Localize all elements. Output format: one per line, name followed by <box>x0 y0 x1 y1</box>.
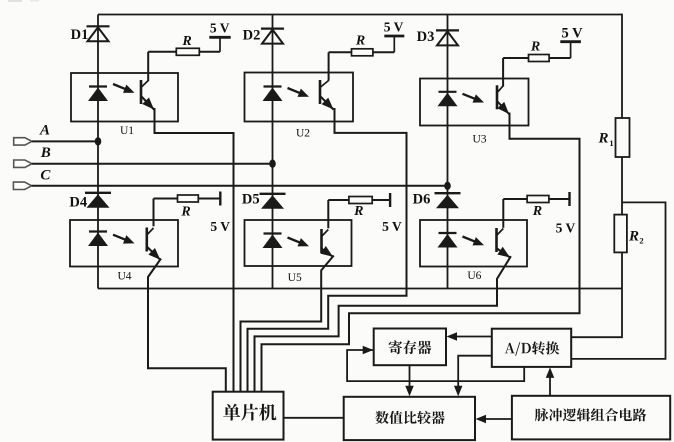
svg-text:U1: U1 <box>120 125 134 137</box>
svg-text:5 V: 5 V <box>210 21 230 36</box>
svg-text:D1: D1 <box>71 27 89 43</box>
svg-text:U6: U6 <box>467 270 481 282</box>
svg-text:D2: D2 <box>243 28 261 44</box>
svg-text:5 V: 5 V <box>210 219 230 234</box>
svg-text:D3: D3 <box>417 29 435 45</box>
svg-text:D4: D4 <box>69 195 87 211</box>
svg-text:R: R <box>628 229 639 245</box>
svg-text:U3: U3 <box>472 134 486 146</box>
svg-text:5 V: 5 V <box>382 219 402 234</box>
svg-text:C: C <box>40 168 51 184</box>
svg-text:A: A <box>39 123 50 139</box>
svg-text:R: R <box>180 205 190 220</box>
svg-text:B: B <box>40 145 51 161</box>
svg-text:R: R <box>353 204 363 219</box>
svg-text:1: 1 <box>609 138 613 148</box>
svg-text:U2: U2 <box>296 128 310 140</box>
svg-text:5 V: 5 V <box>556 221 576 236</box>
svg-text:R: R <box>181 34 191 49</box>
svg-text:R: R <box>530 40 540 55</box>
svg-text:U4: U4 <box>117 271 131 283</box>
svg-text:D5: D5 <box>242 192 260 208</box>
svg-text:D6: D6 <box>413 192 431 208</box>
svg-text:R: R <box>355 34 365 49</box>
svg-text:2: 2 <box>639 236 643 246</box>
svg-text:R: R <box>597 131 608 147</box>
svg-text:5 V: 5 V <box>561 26 583 42</box>
svg-text:U5: U5 <box>288 272 302 284</box>
svg-text:5 V: 5 V <box>384 20 404 35</box>
svg-text:R: R <box>532 204 542 219</box>
